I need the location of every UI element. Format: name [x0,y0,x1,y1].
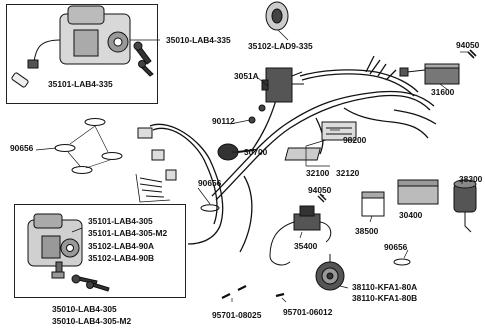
label-95701-06012: 95701-06012 [283,307,333,317]
clips-90656-left [54,118,123,174]
label-94050-top: 94050 [456,40,480,50]
clip-90656-right [393,258,411,266]
label-90656-left: 90656 [10,143,34,153]
small-connector-top [11,72,29,88]
label-30400: 30400 [399,210,423,220]
ignition-coil [261,67,304,103]
label-98200: 98200 [343,135,367,145]
label-90112: 90112 [212,116,235,126]
box-lock-set-top [6,4,158,104]
leader-lines [35,29,468,303]
label-3051a: 3051A [234,71,259,81]
label-32120: 32120 [336,168,360,178]
label-35102-lab4-90b: 35102-LAB4-90B [88,253,155,263]
label-38500: 38500 [355,226,379,236]
label-35010-lab4-335: 35010-LAB4-335 [166,35,231,45]
horn-38110 [315,254,345,291]
label-38110-kfa1-80a: 38110-KFA1-80A [352,282,418,292]
regulator-unit [399,63,460,85]
label-94050-mid: 94050 [308,185,332,195]
label-38300: 38300 [459,174,483,184]
label-90656-mid: 90656 [198,178,222,188]
label-95701-08025: 95701-08025 [212,310,262,320]
bolts-95701-08025 [221,285,247,299]
fuse-holder [284,121,357,161]
label-35102-lab4-90a: 35102-LAB4-90A [88,241,155,251]
label-31600: 31600 [431,87,455,97]
label-35102-lad9-335: 35102-LAD9-335 [248,41,313,51]
bolt-94050-top [467,49,477,59]
flasher-38300 [453,179,477,233]
bolts-95701-06012 [275,292,285,298]
label-35010-lab4-305-m2: 35010-LAB4-305-M2 [52,316,132,326]
cdi-30400 [397,179,439,205]
wiring-harness [149,55,437,253]
label-35010-lab4-305: 35010-LAB4-305 [52,304,117,314]
nut-94050-mid [317,193,327,203]
label-35101-lab4-305-m2: 35101-LAB4-305-M2 [88,228,168,238]
clip-90656-mid [200,204,220,212]
ignition-lock-assembly [27,5,131,69]
spark-plug-cap [217,143,255,161]
label-30700: 30700 [244,147,268,157]
seat-lock-cylinder [265,1,289,31]
label-32100: 32100 [306,168,330,178]
label-38110-kfa1-80b: 38110-KFA1-80B [352,293,418,303]
keys-bottom [51,261,110,292]
screw-90112 [248,104,266,124]
label-35101-lab4-335: 35101-LAB4-335 [48,79,113,89]
label-35101-lab4-305: 35101-LAB4-305 [88,216,153,226]
label-90656-right: 90656 [384,242,408,252]
box-lock-set-bottom [14,204,186,298]
label-35400: 35400 [294,241,318,251]
relay-35400 [269,205,332,266]
ignition-lock-assembly-2 [27,213,83,267]
harness-connectors-left [135,127,177,203]
relay-38500 [361,191,385,217]
key-set-top [133,41,154,77]
